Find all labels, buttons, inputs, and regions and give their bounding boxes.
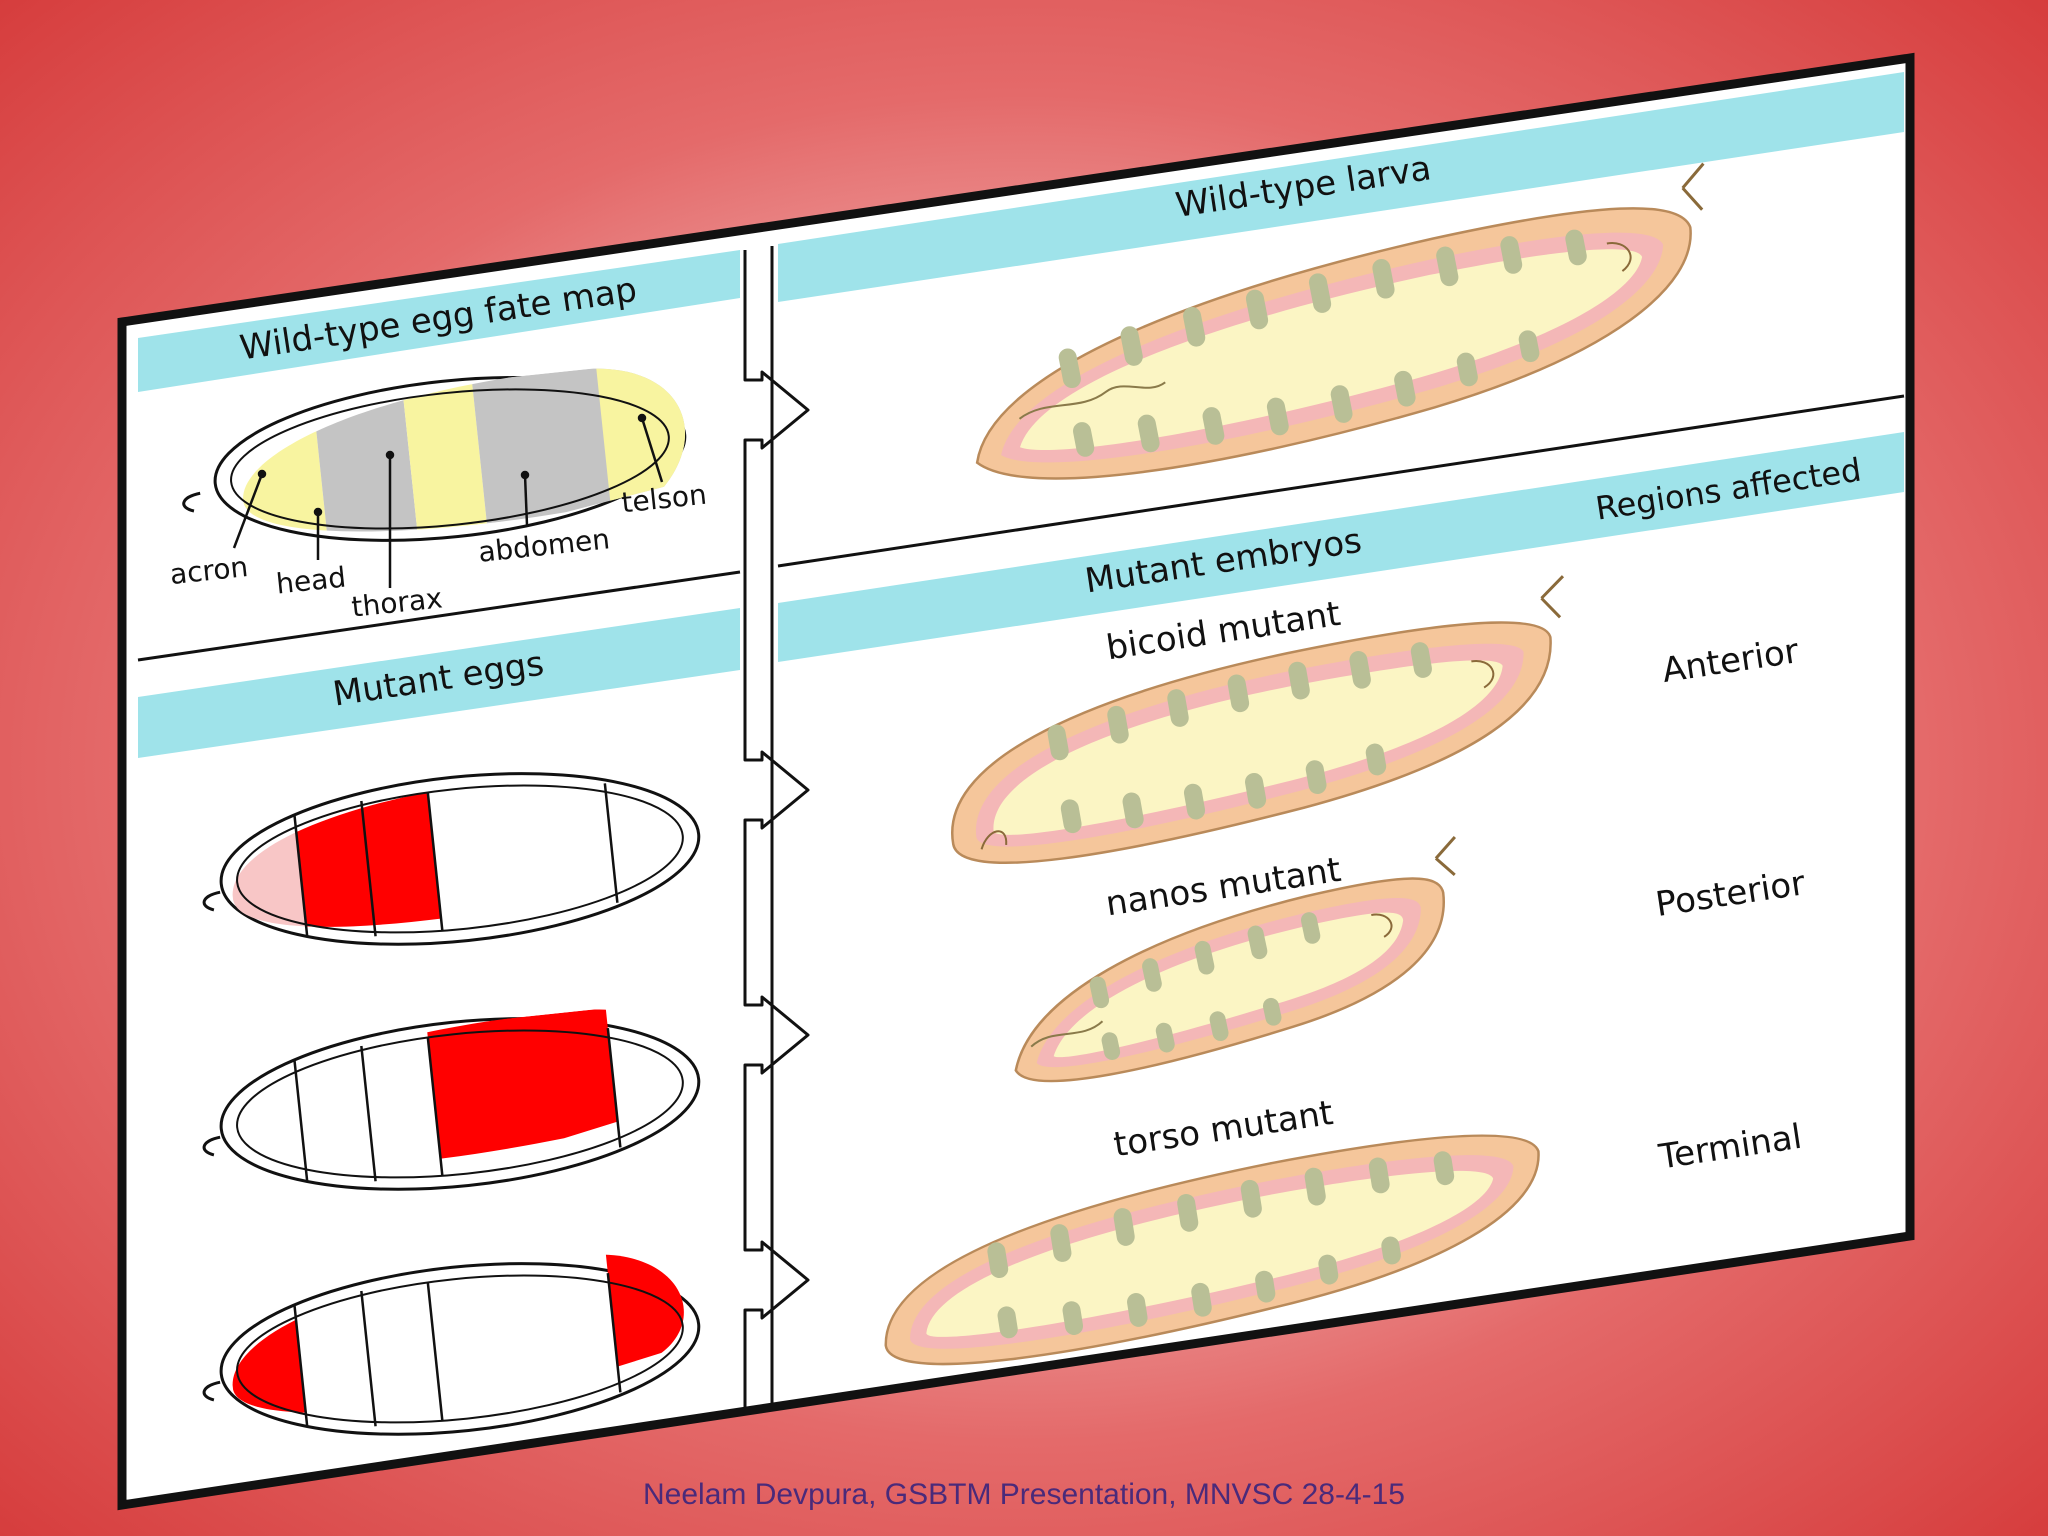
torso-mutant-larva	[884, 1134, 1540, 1366]
label-acron: acron	[168, 550, 249, 591]
wild-type-larva	[975, 162, 1705, 480]
divider-right	[777, 394, 1905, 568]
band-wild-egg	[138, 250, 740, 392]
nanos-mutant-larva	[1014, 835, 1456, 1083]
band-mutant-eggs	[138, 608, 740, 758]
mutant-egg-nanos	[202, 1000, 701, 1191]
fate-map-pointers	[232, 413, 664, 588]
band-mutant-embryos	[778, 432, 1904, 662]
bicoid-mutant-larva	[950, 575, 1565, 864]
footer-credit: Neelam Devpura, GSBTM Presentation, MNVS…	[643, 1478, 1405, 1511]
band-wild-larva	[778, 72, 1904, 302]
label-head: head	[275, 560, 348, 600]
divider-left	[137, 570, 741, 662]
arrow-channel	[743, 246, 810, 1408]
